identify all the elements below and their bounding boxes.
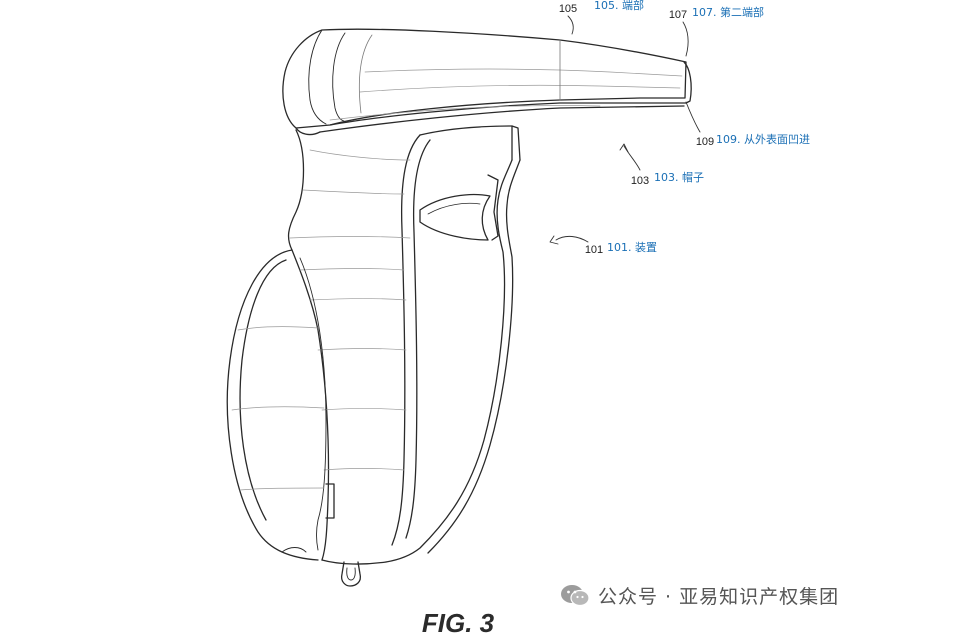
reference-101: 101 101. 装置	[585, 241, 657, 256]
reference-103: 103 103. 帽子	[631, 171, 704, 187]
ref-103-label: 103. 帽子	[654, 171, 704, 184]
leader-109	[685, 101, 701, 133]
cap-outline	[282, 28, 692, 136]
ref-109-label: 109. 从外表面凹进	[716, 132, 810, 146]
ref-101-number: 101	[585, 244, 603, 256]
leader-lines	[549, 15, 701, 245]
leader-105	[567, 15, 574, 35]
ref-101-label: 101. 装置	[607, 241, 657, 254]
ref-107-number: 107	[669, 9, 687, 21]
arrow-103	[619, 143, 629, 153]
wechat-icon	[561, 584, 590, 606]
hanging-loop	[340, 561, 362, 587]
leader-103	[623, 145, 641, 171]
leader-107	[682, 21, 689, 57]
ref-105-number: 105	[559, 3, 577, 15]
watermark: 公众号 · 亚易知识产权集团	[560, 582, 839, 609]
rear-lobe-outline	[226, 249, 335, 561]
ref-107-label: 107. 第二端部	[692, 5, 764, 19]
watermark-text: 公众号 · 亚易知识产权集团	[598, 586, 840, 608]
reference-105: 105 105. 端部	[559, 0, 644, 15]
ref-103-number: 103	[631, 175, 649, 187]
reference-109: 109 109. 从外表面凹进	[696, 132, 810, 148]
device-body-outline	[287, 125, 521, 565]
figure-caption: FIG. 3	[422, 608, 495, 637]
ref-109-number: 109	[696, 136, 714, 148]
ref-105-label: 105. 端部	[594, 0, 644, 12]
arrow-101	[549, 235, 559, 245]
reference-107: 107 107. 第二端部	[669, 5, 764, 21]
leader-101	[555, 235, 589, 243]
